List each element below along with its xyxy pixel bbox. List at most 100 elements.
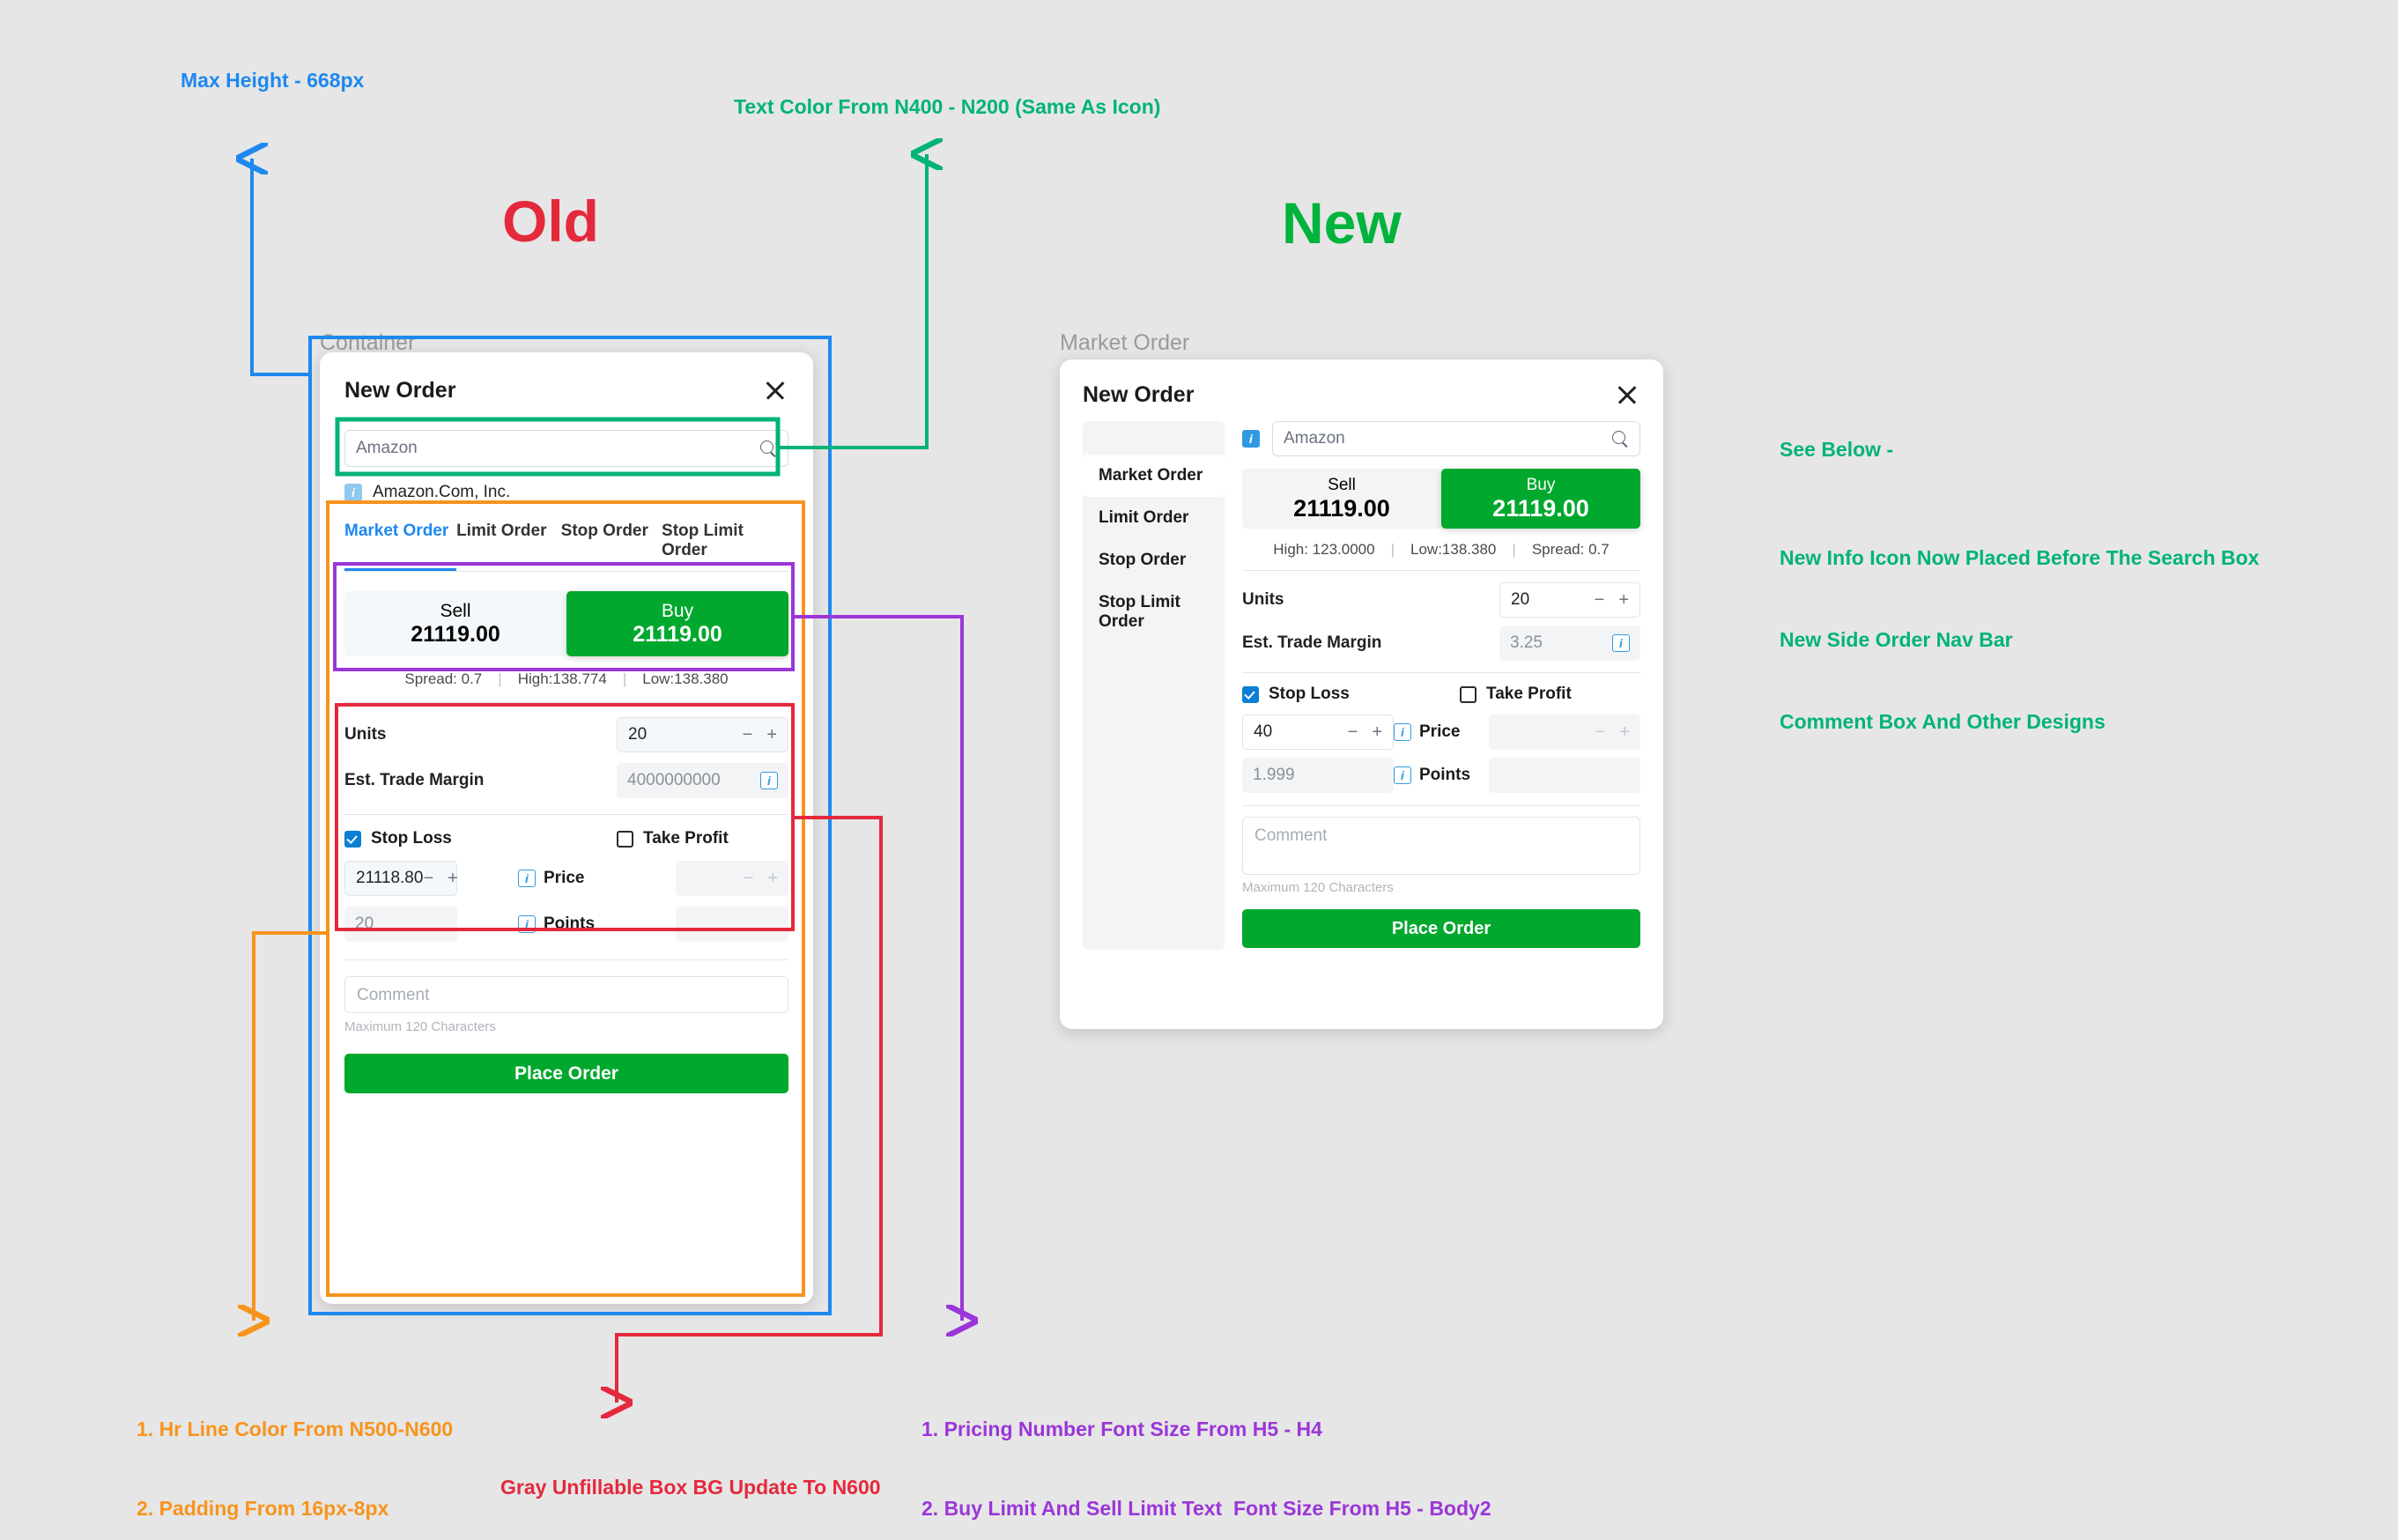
stop-loss-price-stepper[interactable]: −+ bbox=[423, 869, 457, 889]
take-profit-points-input[interactable] bbox=[1489, 758, 1640, 793]
sidebar-item-limit-order[interactable]: Limit Order bbox=[1099, 508, 1189, 527]
place-order-button[interactable]: Place Order bbox=[1242, 909, 1640, 948]
stop-loss-toggle[interactable]: Stop Loss bbox=[1242, 685, 1423, 704]
comment-placeholder: Comment bbox=[357, 986, 430, 1004]
take-profit-price-input[interactable]: −+ bbox=[676, 861, 788, 896]
points-label: Points bbox=[544, 914, 596, 933]
points-row-label: i Points bbox=[1394, 766, 1489, 785]
stop-loss-price-stepper[interactable]: −+ bbox=[1348, 722, 1382, 743]
stop-loss-points-input[interactable]: 1.999 bbox=[1242, 758, 1394, 793]
see-below-item: New Side Order Nav Bar bbox=[1780, 628, 2013, 651]
comment-input[interactable]: Comment bbox=[344, 976, 788, 1013]
take-profit-price-input[interactable]: −+ bbox=[1489, 714, 1640, 750]
minus-icon[interactable]: − bbox=[423, 868, 434, 888]
tab-limit-order[interactable]: Limit Order bbox=[456, 522, 547, 540]
checkbox-checked-icon[interactable] bbox=[1242, 685, 1259, 703]
checkbox-unchecked-icon[interactable] bbox=[617, 830, 633, 848]
stop-loss-price-input[interactable]: 40 −+ bbox=[1242, 714, 1394, 750]
stop-loss-points-value: 1.999 bbox=[1253, 766, 1295, 784]
tab-stop-limit-order[interactable]: Stop Limit Order bbox=[662, 522, 744, 559]
old-search-input[interactable]: Amazon bbox=[344, 430, 788, 467]
info-icon[interactable]: i bbox=[760, 772, 778, 789]
buy-button[interactable]: Buy 21119.00 bbox=[1441, 469, 1640, 529]
stop-loss-label: Stop Loss bbox=[371, 829, 452, 848]
units-input[interactable]: 20 −+ bbox=[617, 717, 788, 752]
info-icon[interactable]: i bbox=[1242, 430, 1260, 448]
new-units-row: Units 20 −+ bbox=[1242, 582, 1640, 618]
units-label: Units bbox=[344, 725, 387, 744]
minus-icon[interactable]: − bbox=[1594, 589, 1605, 610]
plus-icon[interactable]: + bbox=[767, 868, 778, 888]
margin-label: Est. Trade Margin bbox=[1242, 633, 1382, 652]
stop-loss-price-input[interactable]: 21118.80 −+ bbox=[344, 861, 458, 896]
sidebar-item-market-order[interactable]: Market Order bbox=[1083, 455, 1225, 497]
tab-market-order[interactable]: Market Order bbox=[344, 522, 457, 571]
tab-stop-order[interactable]: Stop Order bbox=[560, 522, 648, 540]
info-icon[interactable]: i bbox=[1394, 723, 1411, 741]
stop-loss-points-input[interactable]: 20 bbox=[344, 907, 457, 942]
info-icon[interactable]: i bbox=[1612, 634, 1630, 652]
stop-loss-toggle[interactable]: Stop Loss bbox=[344, 829, 516, 848]
stat-separator: | bbox=[622, 670, 627, 687]
margin-value-field: 4000000000 i bbox=[617, 763, 788, 798]
stop-loss-points-value: 20 bbox=[355, 914, 374, 933]
new-search-input[interactable]: Amazon bbox=[1272, 421, 1640, 456]
take-profit-price-stepper[interactable]: −+ bbox=[744, 869, 778, 889]
purple-item: 2. Buy Limit And Sell Limit Text Font Si… bbox=[921, 1497, 1491, 1520]
plus-icon[interactable]: + bbox=[1619, 722, 1630, 742]
new-sell-buy-group: Sell 21119.00 Buy 21119.00 bbox=[1242, 469, 1640, 529]
info-icon[interactable]: i bbox=[344, 484, 362, 501]
take-profit-toggle[interactable]: Take Profit bbox=[1460, 685, 1640, 704]
sidebar-item-stop-limit-order[interactable]: Stop Limit Order bbox=[1099, 593, 1180, 631]
new-heading: New bbox=[1282, 190, 1402, 255]
take-profit-toggle[interactable]: Take Profit bbox=[617, 829, 788, 848]
units-input[interactable]: 20 −+ bbox=[1499, 582, 1640, 618]
place-order-button[interactable]: Place Order bbox=[344, 1054, 788, 1093]
minus-icon[interactable]: − bbox=[1595, 722, 1606, 742]
close-icon[interactable] bbox=[1614, 381, 1640, 408]
sell-label: Sell bbox=[440, 600, 471, 621]
buy-button[interactable]: Buy 21119.00 bbox=[566, 591, 788, 656]
take-profit-points-input[interactable] bbox=[676, 907, 788, 942]
minus-icon[interactable]: − bbox=[743, 868, 754, 888]
comment-placeholder: Comment bbox=[1255, 826, 1328, 845]
annotation-red-list: Gray Unfillable Box BG Update To N600 Bl… bbox=[500, 1421, 881, 1540]
buy-price: 21119.00 bbox=[633, 621, 722, 647]
old-card-title: New Order bbox=[344, 377, 456, 403]
new-container-label: Market Order bbox=[1060, 330, 1190, 355]
stat-high: High: 123.0000 bbox=[1273, 541, 1375, 558]
new-order-card: New Order Market Order Limit Order Stop … bbox=[1060, 359, 1663, 1029]
stat-separator: | bbox=[1512, 541, 1516, 558]
take-profit-price-stepper[interactable]: −+ bbox=[1595, 722, 1630, 743]
red-item: Gray Unfillable Box BG Update To N600 bbox=[500, 1476, 881, 1499]
units-stepper[interactable]: −+ bbox=[1595, 590, 1629, 611]
search-icon[interactable] bbox=[1612, 430, 1629, 448]
info-icon[interactable]: i bbox=[518, 915, 536, 933]
info-icon[interactable]: i bbox=[1394, 766, 1411, 784]
sidebar-item-stop-order[interactable]: Stop Order bbox=[1099, 551, 1187, 569]
minus-icon[interactable]: − bbox=[1347, 722, 1358, 742]
sell-button[interactable]: Sell 21119.00 bbox=[1242, 469, 1441, 529]
units-stepper[interactable]: −+ bbox=[743, 725, 777, 745]
comment-input[interactable]: Comment bbox=[1242, 817, 1640, 875]
plus-icon[interactable]: + bbox=[766, 724, 777, 744]
info-icon[interactable]: i bbox=[518, 870, 536, 887]
plus-icon[interactable]: + bbox=[448, 868, 458, 888]
new-search-row: i Amazon bbox=[1242, 421, 1640, 456]
comment-hint: Maximum 120 Characters bbox=[344, 1019, 496, 1034]
close-icon[interactable] bbox=[762, 377, 788, 404]
search-icon[interactable] bbox=[760, 440, 777, 457]
sell-button[interactable]: Sell 21119.00 bbox=[344, 591, 566, 656]
checkbox-unchecked-icon[interactable] bbox=[1460, 685, 1477, 703]
old-stats-row: Spread: 0.7 | High:138.774 | Low:138.380 bbox=[344, 670, 788, 688]
plus-icon[interactable]: + bbox=[1618, 589, 1629, 610]
old-order-card: New Order Amazon i Amazon.Com, Inc. Mark… bbox=[320, 352, 813, 1304]
plus-icon[interactable]: + bbox=[1372, 722, 1382, 742]
new-card-body: Market Order Limit Order Stop Order Stop… bbox=[1083, 421, 1640, 950]
checkbox-checked-icon[interactable] bbox=[344, 830, 361, 848]
minus-icon[interactable]: − bbox=[742, 724, 753, 744]
margin-value: 3.25 bbox=[1510, 633, 1543, 652]
orange-item: 1. Hr Line Color From N500-N600 bbox=[137, 1418, 454, 1440]
sell-price: 21119.00 bbox=[1293, 494, 1390, 522]
